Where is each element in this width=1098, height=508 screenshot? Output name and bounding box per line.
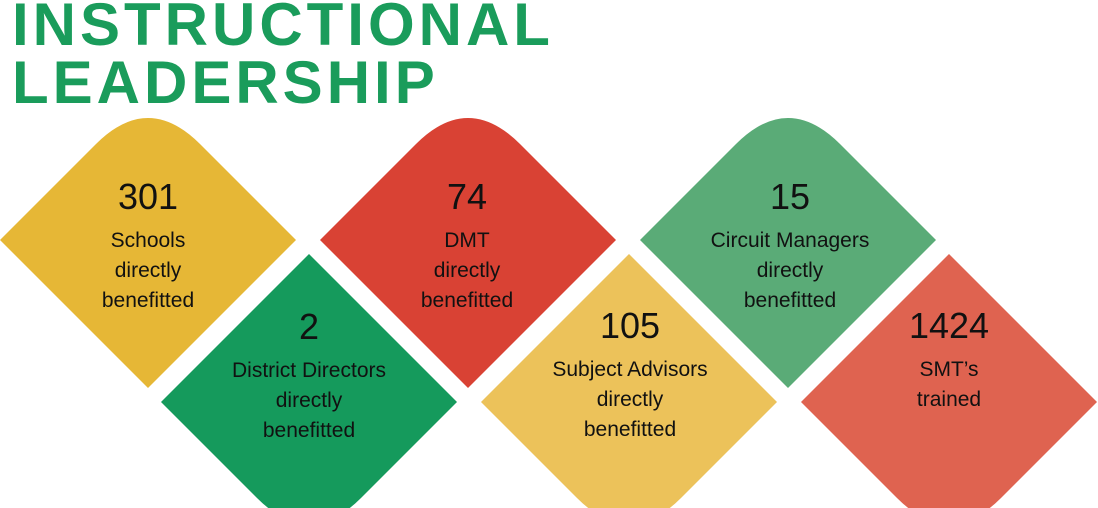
tile-label: Circuit Managers directly benefitted <box>710 229 870 312</box>
tile-label: District Directors directly benefitted <box>231 359 386 442</box>
page-title: INSTRUCTIONAL LEADERSHIP <box>12 0 554 116</box>
tile-subject-advisors: 105 Subject Advisors directly benefitted <box>520 305 740 445</box>
tile-label: Schools directly benefitted <box>101 229 195 312</box>
tile-smts: 1424 SMT’s trained <box>839 305 1059 415</box>
tile-shape-circuit-managers <box>640 118 936 388</box>
tile-shape-schools <box>0 118 296 388</box>
tile-label: Subject Advisors directly benefitted <box>552 358 708 441</box>
tile-value: 1424 <box>908 305 990 346</box>
tile-value: 74 <box>446 176 488 217</box>
tile-district-directors: 2 District Directors directly benefitted <box>199 306 419 446</box>
tile-circuit-managers: 15 Circuit Managers directly benefitted <box>680 176 900 316</box>
tile-value: 2 <box>298 306 320 347</box>
tile-shape-district-directors <box>161 254 457 508</box>
tile-dmt: 74 DMT directly benefitted <box>357 176 577 316</box>
tile-schools: 301 Schools directly benefitted <box>38 176 258 316</box>
tile-value: 105 <box>599 305 661 346</box>
tile-shape-dmt <box>320 118 616 388</box>
tile-value: 15 <box>769 176 811 217</box>
tile-value: 301 <box>117 176 179 217</box>
tile-shape-smts <box>801 254 1097 508</box>
tile-shape-subject-advisors <box>481 254 777 508</box>
tile-label: DMT directly benefitted <box>420 229 514 312</box>
tile-label: SMT’s trained <box>916 358 982 411</box>
